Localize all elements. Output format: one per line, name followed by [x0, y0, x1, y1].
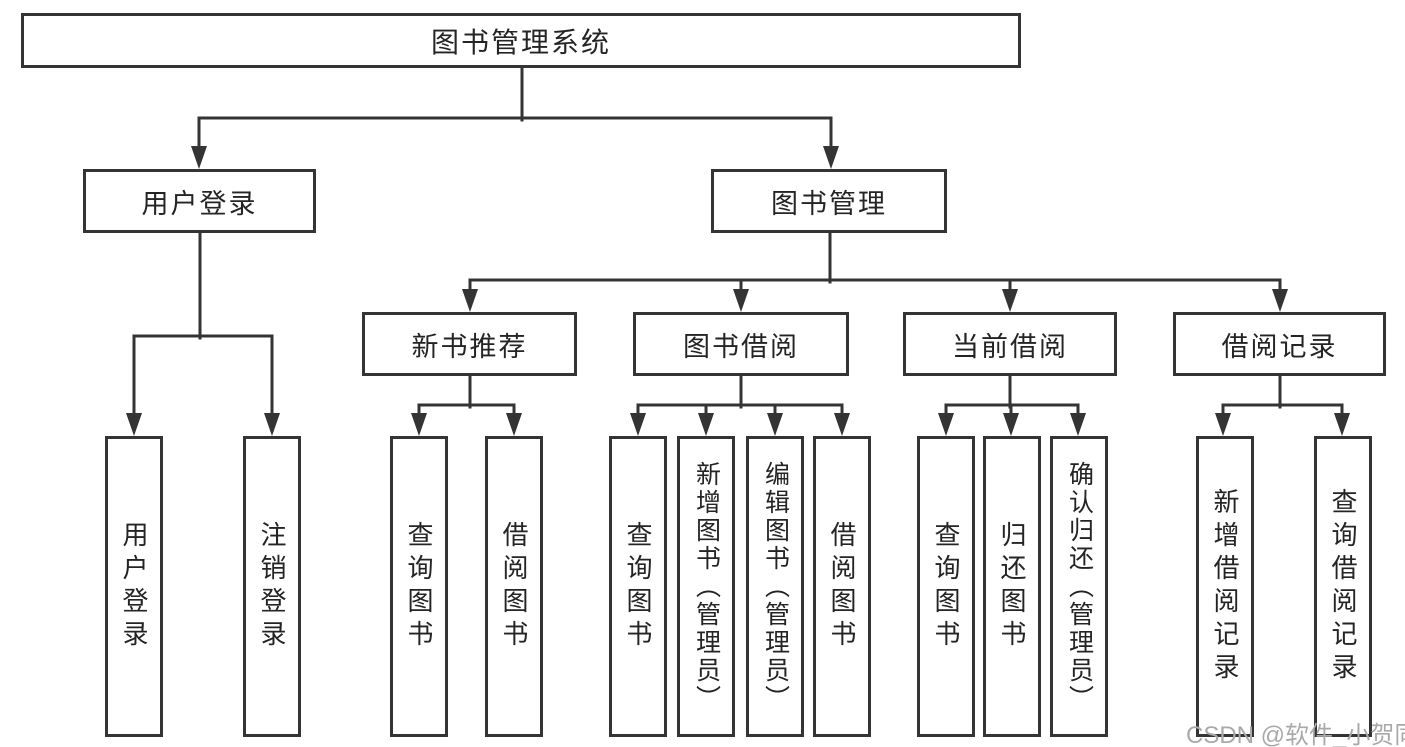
node-leaf-logout: 注销登录 [243, 436, 301, 737]
watermark: CSDN @软件_小贺同学 [1186, 722, 1405, 747]
arrowhead-down-icon [506, 413, 522, 436]
node-leaf-return-book: 归还图书 [983, 436, 1041, 737]
arrowhead-down-icon [1003, 413, 1019, 436]
arrowhead-down-icon [191, 146, 207, 169]
node-leaf-query-borrow-record: 查询借阅记录 [1314, 436, 1372, 737]
node-root: 图书管理系统 [21, 13, 1021, 68]
node-new-book-recommend: 新书推荐 [362, 312, 577, 376]
arrowhead-down-icon [834, 413, 850, 436]
node-borrow-records: 借阅记录 [1173, 312, 1386, 376]
arrowhead-down-icon [767, 413, 783, 436]
arrowhead-down-icon [126, 413, 142, 436]
node-leaf-add-book: 新增图书（管理员） [677, 436, 735, 737]
arrowhead-down-icon [411, 413, 427, 436]
arrowhead-down-icon [1002, 289, 1018, 312]
node-leaf-query-book-3: 查询图书 [917, 436, 975, 737]
arrowhead-down-icon [823, 146, 839, 169]
node-book-management: 图书管理 [711, 169, 947, 233]
arrowhead-down-icon [698, 413, 714, 436]
node-current-borrow: 当前借阅 [903, 312, 1117, 376]
arrowhead-down-icon [1215, 413, 1231, 436]
arrowhead-down-icon [1334, 413, 1350, 436]
arrowhead-down-icon [630, 413, 646, 436]
arrowhead-down-icon [264, 413, 280, 436]
node-leaf-user-login: 用户登录 [105, 436, 163, 737]
node-book-borrow: 图书借阅 [633, 312, 849, 376]
node-leaf-add-borrow-record: 新增借阅记录 [1196, 436, 1254, 737]
arrowhead-down-icon [1272, 289, 1288, 312]
node-leaf-query-book-1: 查询图书 [390, 436, 448, 737]
node-user-login: 用户登录 [83, 169, 316, 233]
node-leaf-borrow-book-2: 借阅图书 [813, 436, 871, 737]
arrowhead-down-icon [938, 413, 954, 436]
node-leaf-query-book-2: 查询图书 [609, 436, 667, 737]
arrowhead-down-icon [733, 289, 749, 312]
arrowhead-down-icon [1070, 413, 1086, 436]
arrowhead-down-icon [462, 289, 478, 312]
node-leaf-borrow-book-1: 借阅图书 [485, 436, 543, 737]
node-leaf-edit-book: 编辑图书（管理员） [746, 436, 804, 737]
node-leaf-confirm-return: 确认归还（管理员） [1050, 436, 1108, 737]
